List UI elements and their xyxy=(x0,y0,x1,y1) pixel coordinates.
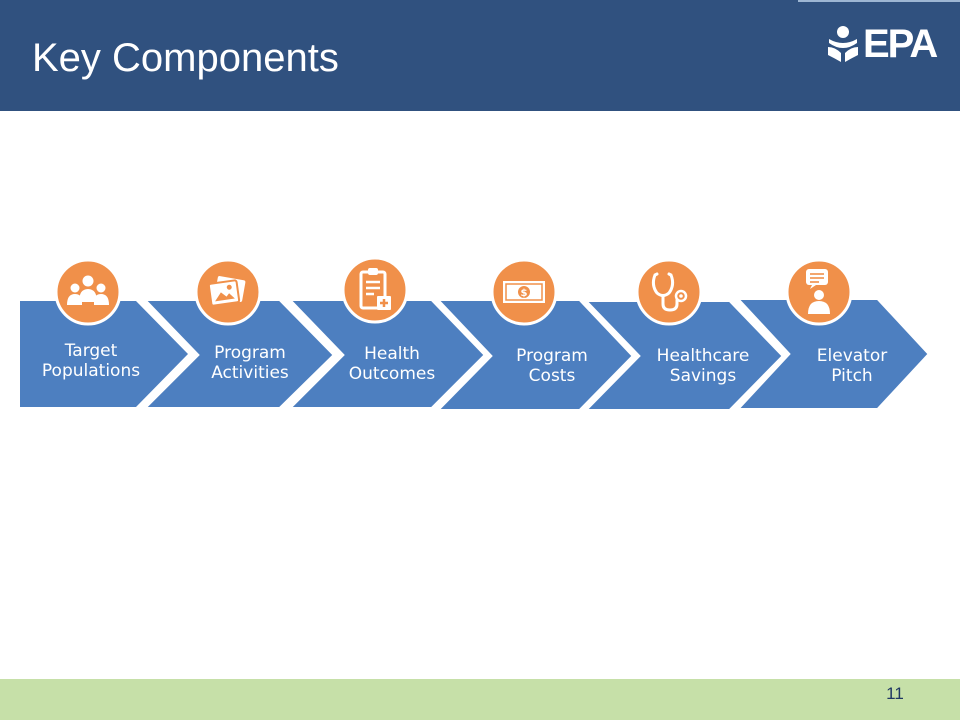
dollar-bill-icon: $ xyxy=(490,258,558,326)
step-label-line: Costs xyxy=(528,366,576,386)
step-label-line: Savings xyxy=(669,366,737,386)
svg-text:$: $ xyxy=(521,288,528,299)
chevron-arrows xyxy=(20,296,933,413)
step-label-healthcare-savings: Healthcare Savings xyxy=(641,346,765,386)
people-group-icon xyxy=(54,258,122,326)
epa-flower-icon xyxy=(828,26,858,62)
step-label-program-costs: Program Costs xyxy=(490,346,614,386)
clipboard-medical-icon xyxy=(341,256,409,324)
step-label-line: Program xyxy=(214,343,286,363)
step-label-elevator-pitch: Elevator Pitch xyxy=(790,346,914,386)
step-label-target-populations: Target Populations xyxy=(29,341,153,381)
stethoscope-icon xyxy=(635,258,703,326)
slide-title: Key Components xyxy=(32,36,339,80)
photos-icon xyxy=(194,258,262,326)
epa-logo: EPA xyxy=(826,22,938,66)
chevron-arrow-6 xyxy=(731,296,933,412)
step-label-line: Health xyxy=(364,344,420,364)
header-accent-line xyxy=(798,0,960,2)
speaker-speech-bubble-icon xyxy=(785,258,853,326)
chevron-arrow-2 xyxy=(138,297,338,411)
epa-logo-text: EPA xyxy=(863,22,938,66)
slide-footer xyxy=(0,679,960,720)
process-flow: Target Populations Program Activities He… xyxy=(0,250,960,420)
step-label-line: Populations xyxy=(41,361,141,381)
step-label-line: Target xyxy=(64,341,118,361)
step-label-line: Activities xyxy=(211,363,289,383)
chevron-arrow-4 xyxy=(431,297,637,413)
chevron-arrow-1 xyxy=(20,301,188,407)
step-label-line: Healthcare xyxy=(656,346,750,366)
slide-header: Key Components EPA xyxy=(0,0,960,111)
step-label-line: Program xyxy=(516,346,588,366)
page-number: 11 xyxy=(886,684,904,703)
step-label-line: Outcomes xyxy=(348,364,436,384)
step-label-line: Pitch xyxy=(831,366,873,386)
step-label-line: Elevator xyxy=(816,346,888,366)
step-label-health-outcomes: Health Outcomes xyxy=(330,344,454,384)
step-label-program-activities: Program Activities xyxy=(188,343,312,383)
chevron-arrow-5 xyxy=(579,298,787,413)
chevron-arrow-3 xyxy=(283,297,489,411)
